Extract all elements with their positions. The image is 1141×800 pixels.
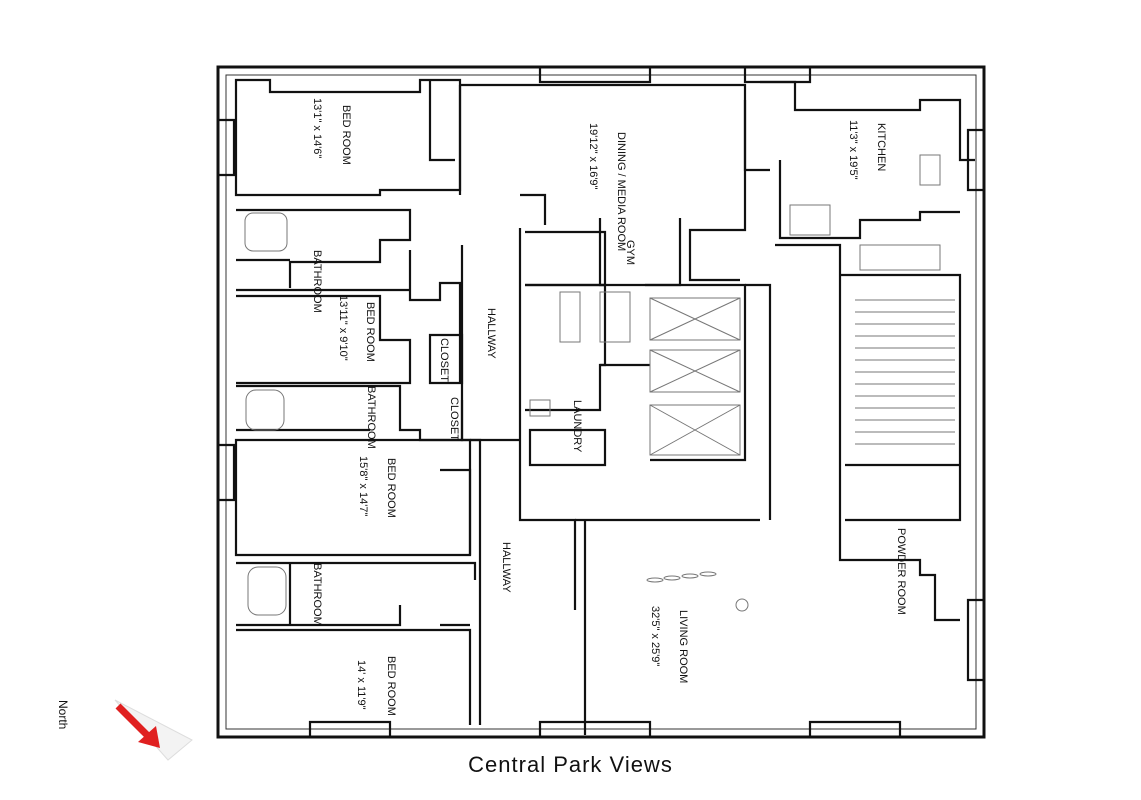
dining-name: DINING / MEDIA ROOM	[615, 132, 627, 251]
exterior-wall-inner	[225, 74, 977, 730]
bedroom2-name: BED ROOM	[364, 302, 376, 362]
bedroom1-name: BED ROOM	[340, 105, 352, 165]
bathroom3-name: BATHROOM	[311, 563, 323, 626]
gym-name: GYM	[624, 240, 636, 265]
closet1-name: CLOSET	[438, 338, 450, 382]
north-label: North	[56, 700, 70, 730]
living-dims: 32'5" x 25'9"	[649, 606, 661, 666]
bedroom4-dims: 14' x 11'9"	[355, 660, 367, 710]
hallway2-name: HALLWAY	[500, 542, 512, 593]
bedroom3-name: BED ROOM	[385, 458, 397, 518]
bathroom2-name: BATHROOM	[365, 386, 377, 449]
living-name: LIVING ROOM	[677, 610, 689, 683]
room-labels: BED ROOM 13'1" x 14'6" DINING / MEDIA RO…	[311, 98, 907, 716]
exterior-wall	[216, 65, 986, 739]
plan-caption: Central Park Views	[468, 752, 673, 777]
kitchen-dims: 11'3" x 19'5"	[847, 120, 859, 180]
laundry-name: LAUNDRY	[571, 400, 583, 453]
kitchen-name: KITCHEN	[875, 123, 887, 171]
bedroom4-name: BED ROOM	[385, 656, 397, 716]
north-arrow-icon	[114, 699, 193, 761]
powder-name: POWDER ROOM	[895, 528, 907, 615]
bathroom1-name: BATHROOM	[311, 250, 323, 313]
dining-dims: 19'12" x 16'9"	[587, 123, 599, 190]
bedroom2-dims: 13'11" x 9'10"	[337, 295, 349, 361]
interior-walls	[234, 78, 975, 735]
bedroom1-dims: 13'1" x 14'6"	[311, 98, 323, 158]
closet2-name: CLOSET	[448, 397, 460, 441]
fixtures	[244, 154, 955, 616]
hallway1-name: HALLWAY	[485, 308, 497, 359]
bedroom3-dims: 15'8" x 14'7"	[357, 456, 369, 516]
